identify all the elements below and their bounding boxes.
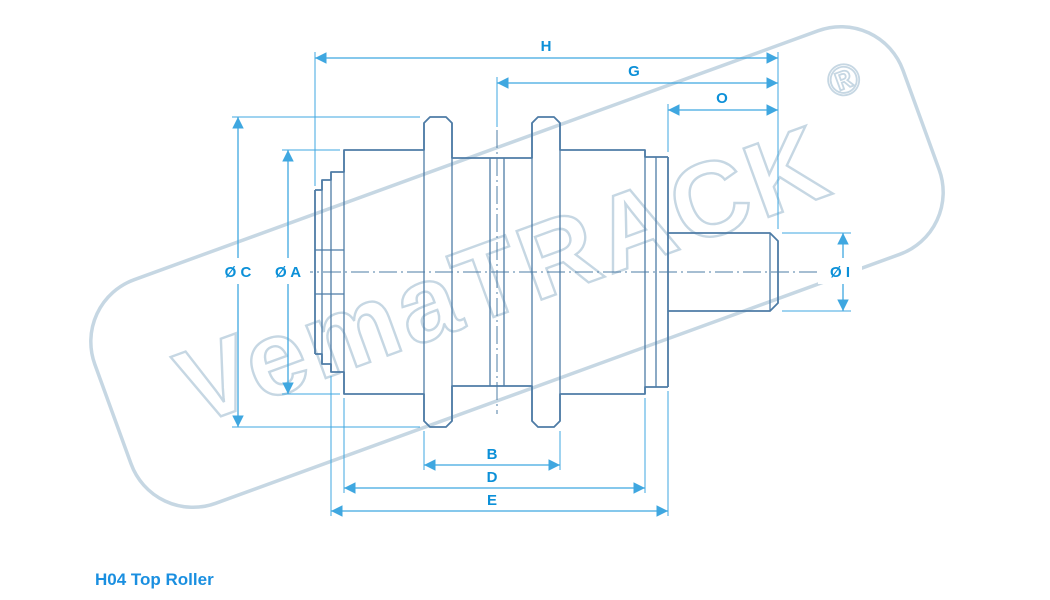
dim-label-i: Ø I	[830, 264, 850, 281]
seam-lines	[489, 158, 505, 386]
watermark-registered-icon: ®	[820, 52, 867, 109]
dim-label-b: B	[487, 446, 498, 463]
dim-label-h: H	[541, 38, 552, 55]
dimensions: H G O Ø C Ø A Ø I B D E	[216, 38, 862, 517]
centerlines	[295, 130, 858, 414]
watermark-border	[89, 24, 945, 510]
label-mask-c	[216, 258, 260, 284]
dim-label-e: E	[487, 492, 497, 509]
roller-part	[314, 116, 779, 428]
dim-label-o: O	[716, 90, 728, 107]
label-mask-i	[818, 258, 862, 284]
shaft-outline	[668, 232, 779, 312]
label-mask-a	[266, 258, 310, 284]
dim-label-a: Ø A	[275, 264, 301, 281]
bore-lines	[315, 249, 344, 295]
part-edges	[321, 123, 657, 421]
dim-label-g: G	[628, 63, 640, 80]
dim-label-c: Ø C	[225, 264, 252, 281]
drawing-title: H04 Top Roller	[95, 570, 214, 589]
dimension-labels: H G O Ø C Ø A Ø I B D E	[225, 38, 850, 509]
dim-label-d: D	[487, 469, 498, 486]
